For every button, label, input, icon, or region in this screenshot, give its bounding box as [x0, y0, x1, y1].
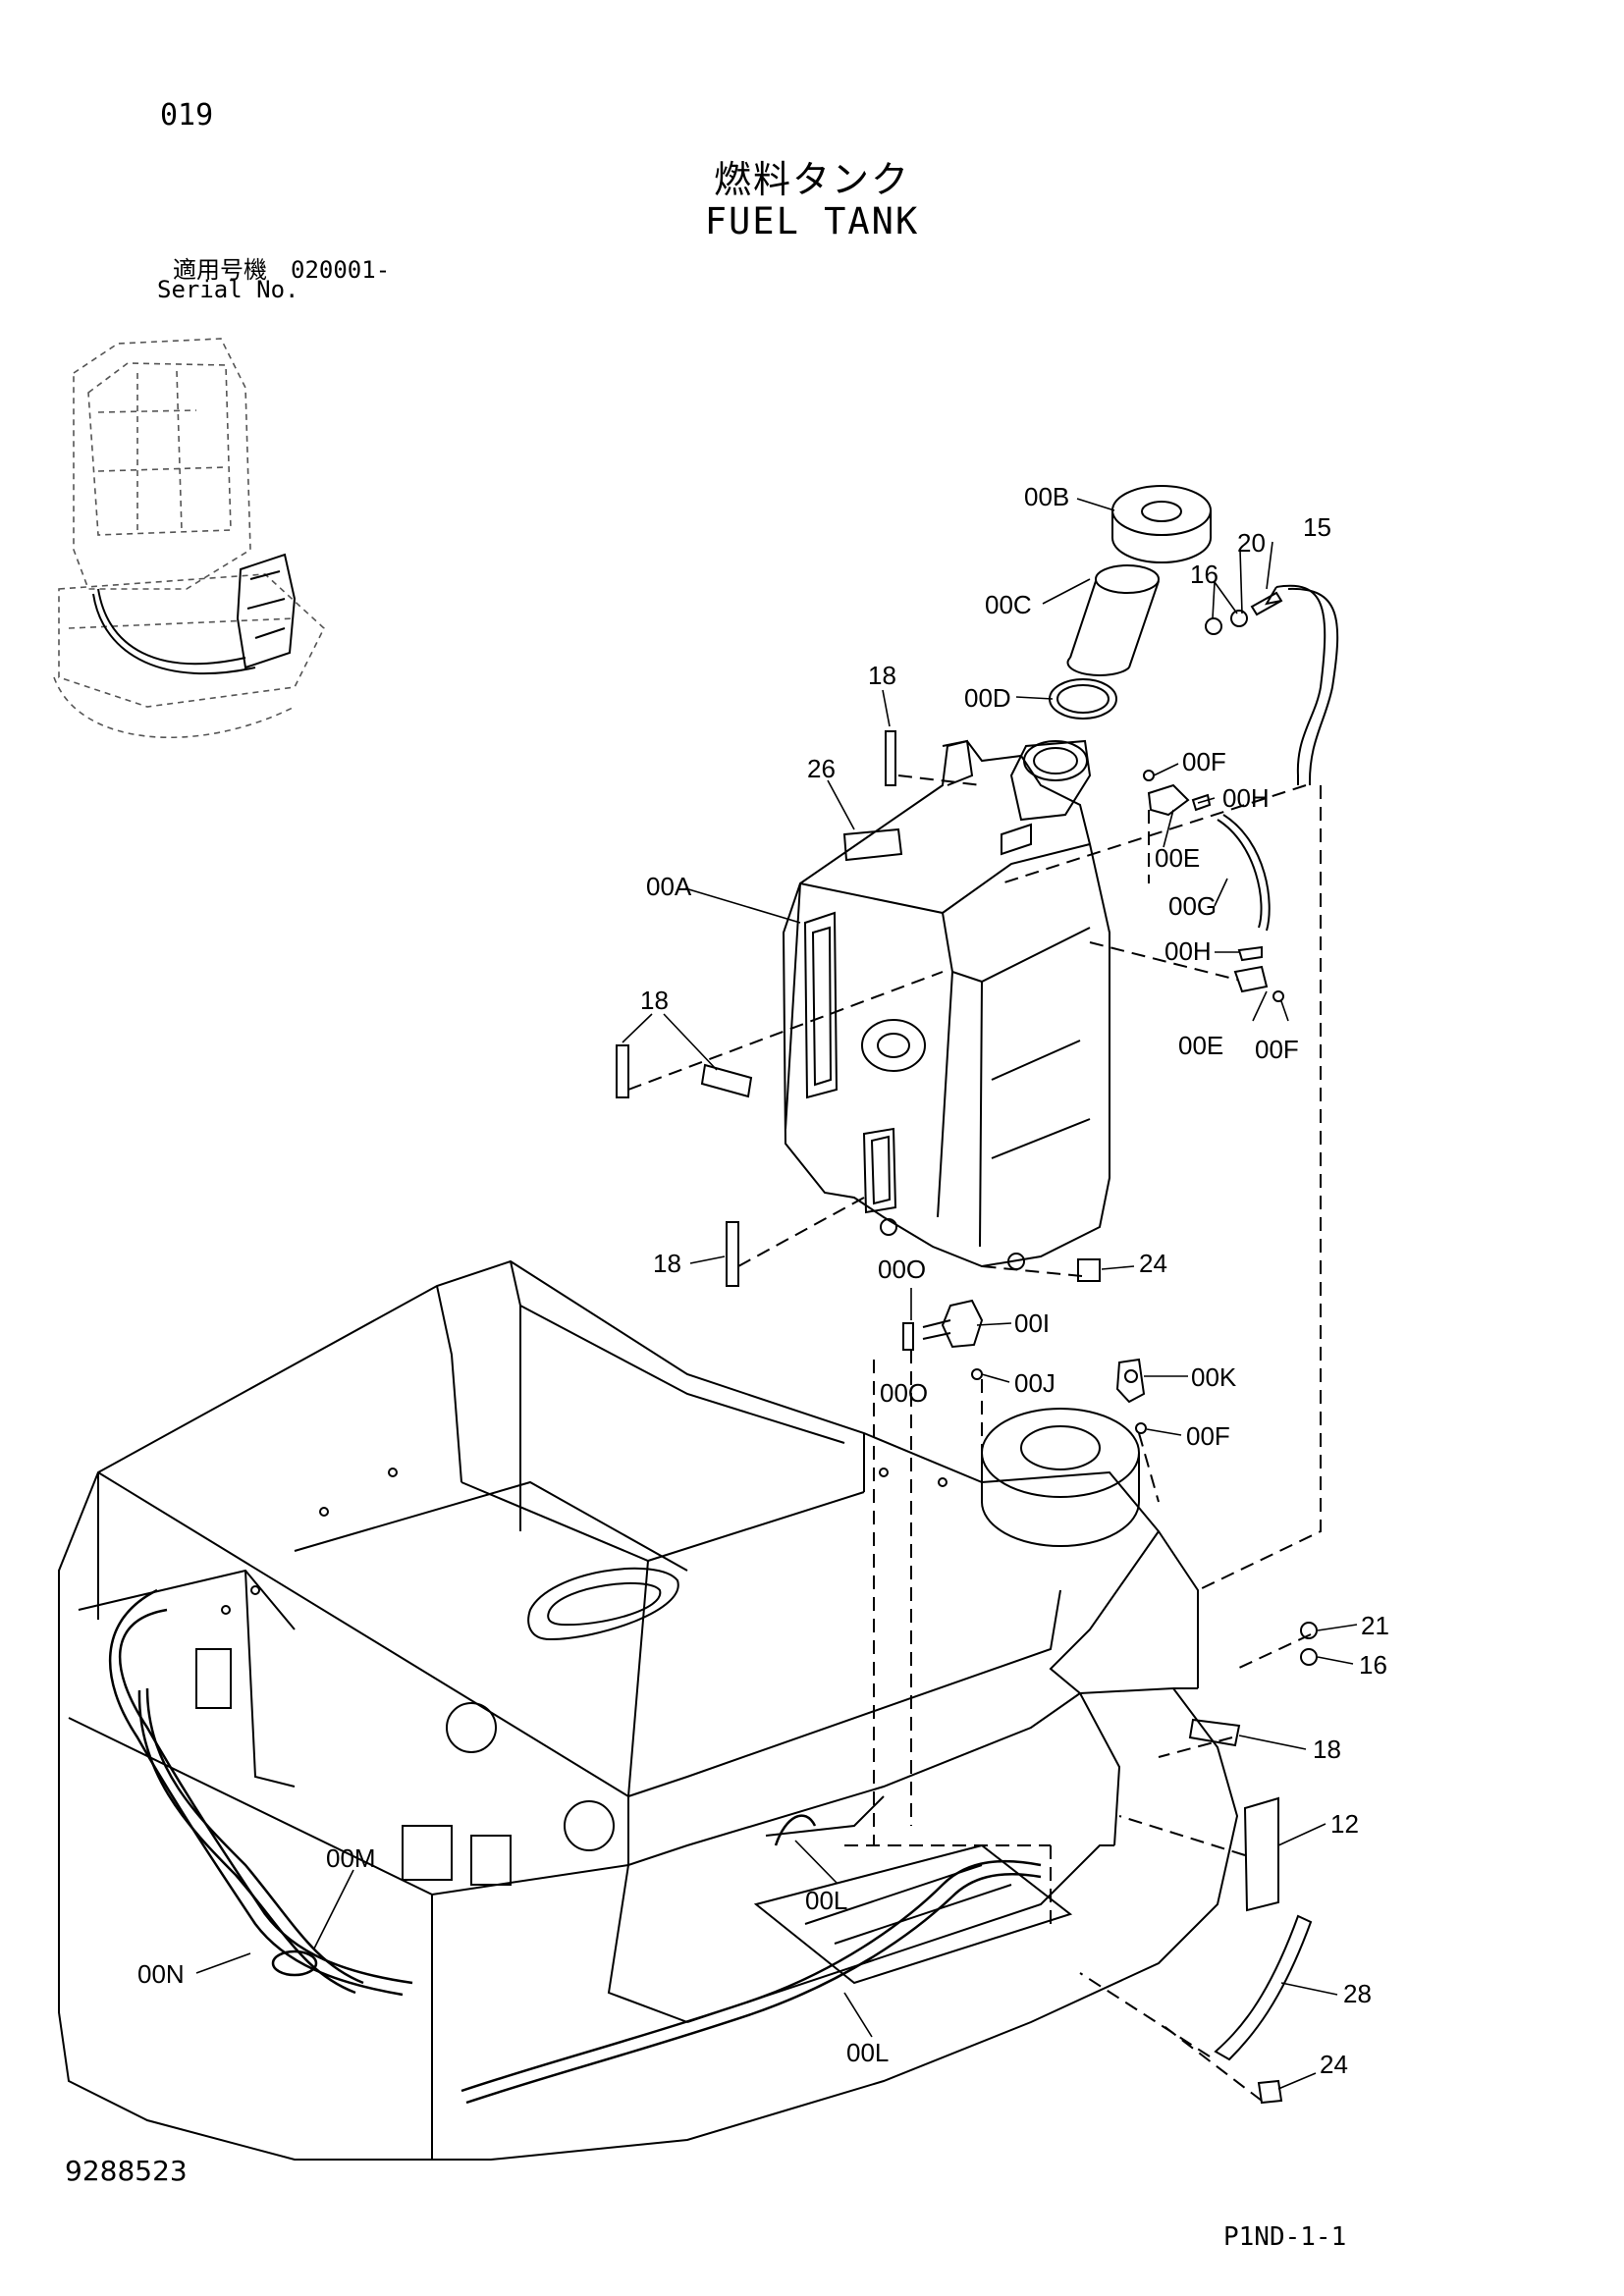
callout-18-right: 18: [1313, 1735, 1341, 1764]
pad-18-mid: [700, 1063, 753, 1098]
callout-00k: 00K: [1191, 1362, 1237, 1392]
callout-00o-lower: 00O: [880, 1378, 928, 1408]
leader-lines: [195, 498, 1358, 2090]
thumbnail-tank-highlight: [92, 553, 297, 675]
fuel-pipe-15: [1265, 584, 1339, 786]
callout-18-top: 18: [868, 661, 896, 690]
callout-21: 21: [1361, 1611, 1389, 1640]
callout-00o-upper: 00O: [878, 1255, 926, 1284]
trim-28: [1214, 1914, 1313, 2061]
callout-26: 26: [807, 754, 836, 783]
callout-16-lower: 16: [1359, 1650, 1387, 1680]
callout-15: 15: [1303, 512, 1331, 542]
sender-00i: [922, 1299, 984, 1380]
callout-00n: 00N: [137, 1959, 185, 1989]
callout-00b: 00B: [1024, 482, 1069, 511]
plug-00o: [902, 1322, 914, 1351]
callout-00e-lower: 00E: [1178, 1031, 1223, 1060]
callout-00f-upper: 00F: [1182, 747, 1226, 776]
callout-00g: 00G: [1168, 891, 1217, 921]
pad-24-upper: [1077, 1258, 1101, 1282]
machine-location-thumbnail: [53, 338, 325, 738]
callout-00l-upper: 00L: [805, 1886, 847, 1915]
serial-range: 適用号機 020001-: [173, 256, 391, 284]
fuel-hose-00n: [137, 1687, 364, 1995]
callout-00c: 00C: [985, 590, 1032, 619]
callout-00f-lower: 00F: [1186, 1421, 1230, 1451]
callout-00f-middle: 00F: [1255, 1035, 1299, 1064]
callout-20: 20: [1237, 528, 1266, 558]
callout-00e-upper: 00E: [1155, 843, 1200, 873]
pad-18-lower: [726, 1221, 739, 1287]
page-title-japanese: 燃料タンク: [713, 158, 910, 201]
fuel-line-00l: [460, 1814, 1042, 2105]
callout-00d: 00D: [964, 683, 1011, 713]
callout-labels: 00B 20 15 16 00C 18 00D 26 00F 00H 00E 0…: [137, 482, 1389, 2079]
callout-00j: 00J: [1014, 1368, 1056, 1398]
neck-seal-ring: [1049, 678, 1117, 720]
bracket-00k: [1115, 1358, 1147, 1434]
filler-strainer: [1066, 564, 1160, 676]
nut-16-lower: [1300, 1648, 1318, 1666]
fuel-tank: [782, 739, 1110, 1270]
callout-00a: 00A: [646, 872, 692, 901]
pad-18-top: [885, 730, 896, 786]
fuel-cap: [1111, 485, 1212, 563]
page-code: P1ND-1-1: [1223, 2222, 1347, 2252]
tank-pad-26: [842, 828, 903, 862]
callout-24-lower: 24: [1320, 2050, 1348, 2079]
callout-00h-lower: 00H: [1164, 936, 1212, 966]
return-fitting-lower: [1233, 945, 1284, 1002]
hose-20: [1250, 591, 1283, 616]
callout-00m: 00M: [326, 1843, 376, 1873]
callout-12: 12: [1330, 1809, 1359, 1839]
callout-16-upper: 16: [1190, 560, 1218, 589]
callout-00h-upper: 00H: [1222, 783, 1270, 813]
callout-28: 28: [1343, 1979, 1372, 2008]
callout-18-left: 18: [640, 986, 669, 1015]
page-title: FUEL TANK: [704, 200, 920, 242]
callout-18-lower: 18: [653, 1249, 681, 1278]
page-number: 019: [160, 98, 214, 133]
nut-21: [1300, 1622, 1318, 1639]
document-number: 9288523: [65, 2155, 188, 2187]
nut-16-upper: [1205, 610, 1248, 635]
pad-12: [1243, 1796, 1279, 1912]
fuel-hose-00m: [108, 1588, 413, 1997]
callout-00l-lower: 00L: [846, 2038, 889, 2067]
pad-18-left: [616, 1044, 629, 1098]
revolving-frame: [58, 774, 1322, 2161]
serial-label: Serial No.: [157, 276, 299, 303]
pad-18-right: [1188, 1718, 1241, 1747]
filler-neck: [1001, 739, 1092, 856]
return-fitting-upper: [1143, 770, 1212, 817]
callout-24-upper: 24: [1139, 1249, 1167, 1278]
callout-00i: 00I: [1014, 1308, 1050, 1338]
pad-24-lower: [1257, 2079, 1283, 2105]
hose-00g: [1217, 814, 1271, 932]
